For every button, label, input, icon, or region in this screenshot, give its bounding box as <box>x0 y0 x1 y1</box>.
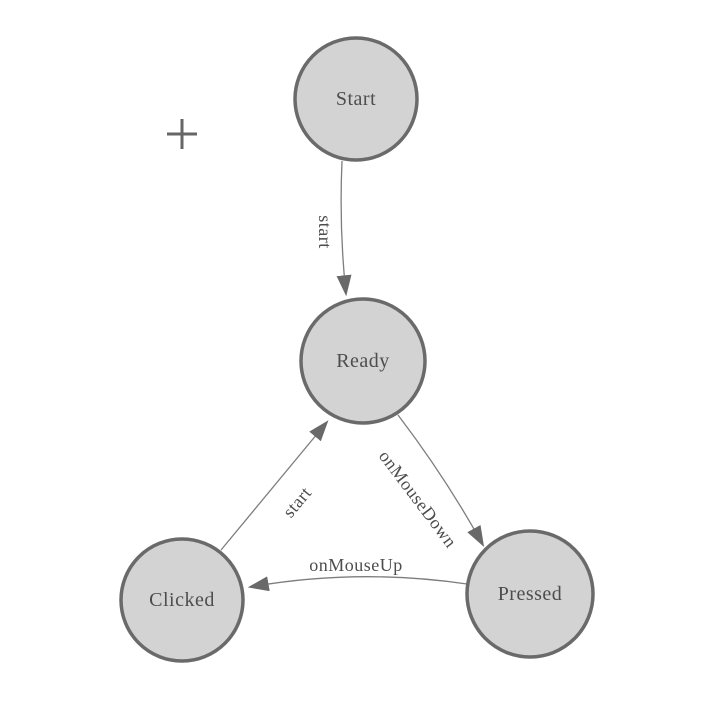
edge-clicked-to-ready: start <box>220 420 329 551</box>
edge-label-pressed-to-clicked: onMouseUp <box>309 555 403 575</box>
edge-label-clicked-to-ready: start <box>279 483 316 522</box>
edge-pressed-to-clicked: onMouseUp <box>247 555 468 592</box>
state-label-clicked: Clicked <box>149 589 215 611</box>
edge-ready-to-pressed: onMouseDown <box>375 414 485 552</box>
state-circle-pressed[interactable] <box>465 529 595 659</box>
state-circle-ready[interactable] <box>299 297 427 425</box>
state-node-start[interactable]: Start <box>293 36 419 162</box>
state-circle-start[interactable] <box>293 36 419 162</box>
state-node-clicked[interactable]: Clicked <box>119 537 245 663</box>
edge-label-start-to-ready: start <box>315 215 335 249</box>
state-label-ready: Ready <box>336 350 390 372</box>
edge-path-pressed-to-clicked[interactable] <box>247 576 468 592</box>
state-circle-clicked[interactable] <box>119 537 245 663</box>
edge-label-ready-to-pressed: onMouseDown <box>375 446 461 551</box>
state-node-ready[interactable]: Ready <box>299 297 427 425</box>
edge-start-to-ready: start <box>315 160 352 297</box>
edge-path-clicked-to-ready[interactable] <box>220 420 329 551</box>
edge-path-start-to-ready[interactable] <box>336 160 352 297</box>
edge-path-ready-to-pressed[interactable] <box>397 414 485 547</box>
state-label-pressed: Pressed <box>498 583 563 605</box>
state-label-start: Start <box>336 88 376 110</box>
crosshair-marker[interactable] <box>167 119 197 149</box>
state-node-pressed[interactable]: Pressed <box>465 529 595 659</box>
